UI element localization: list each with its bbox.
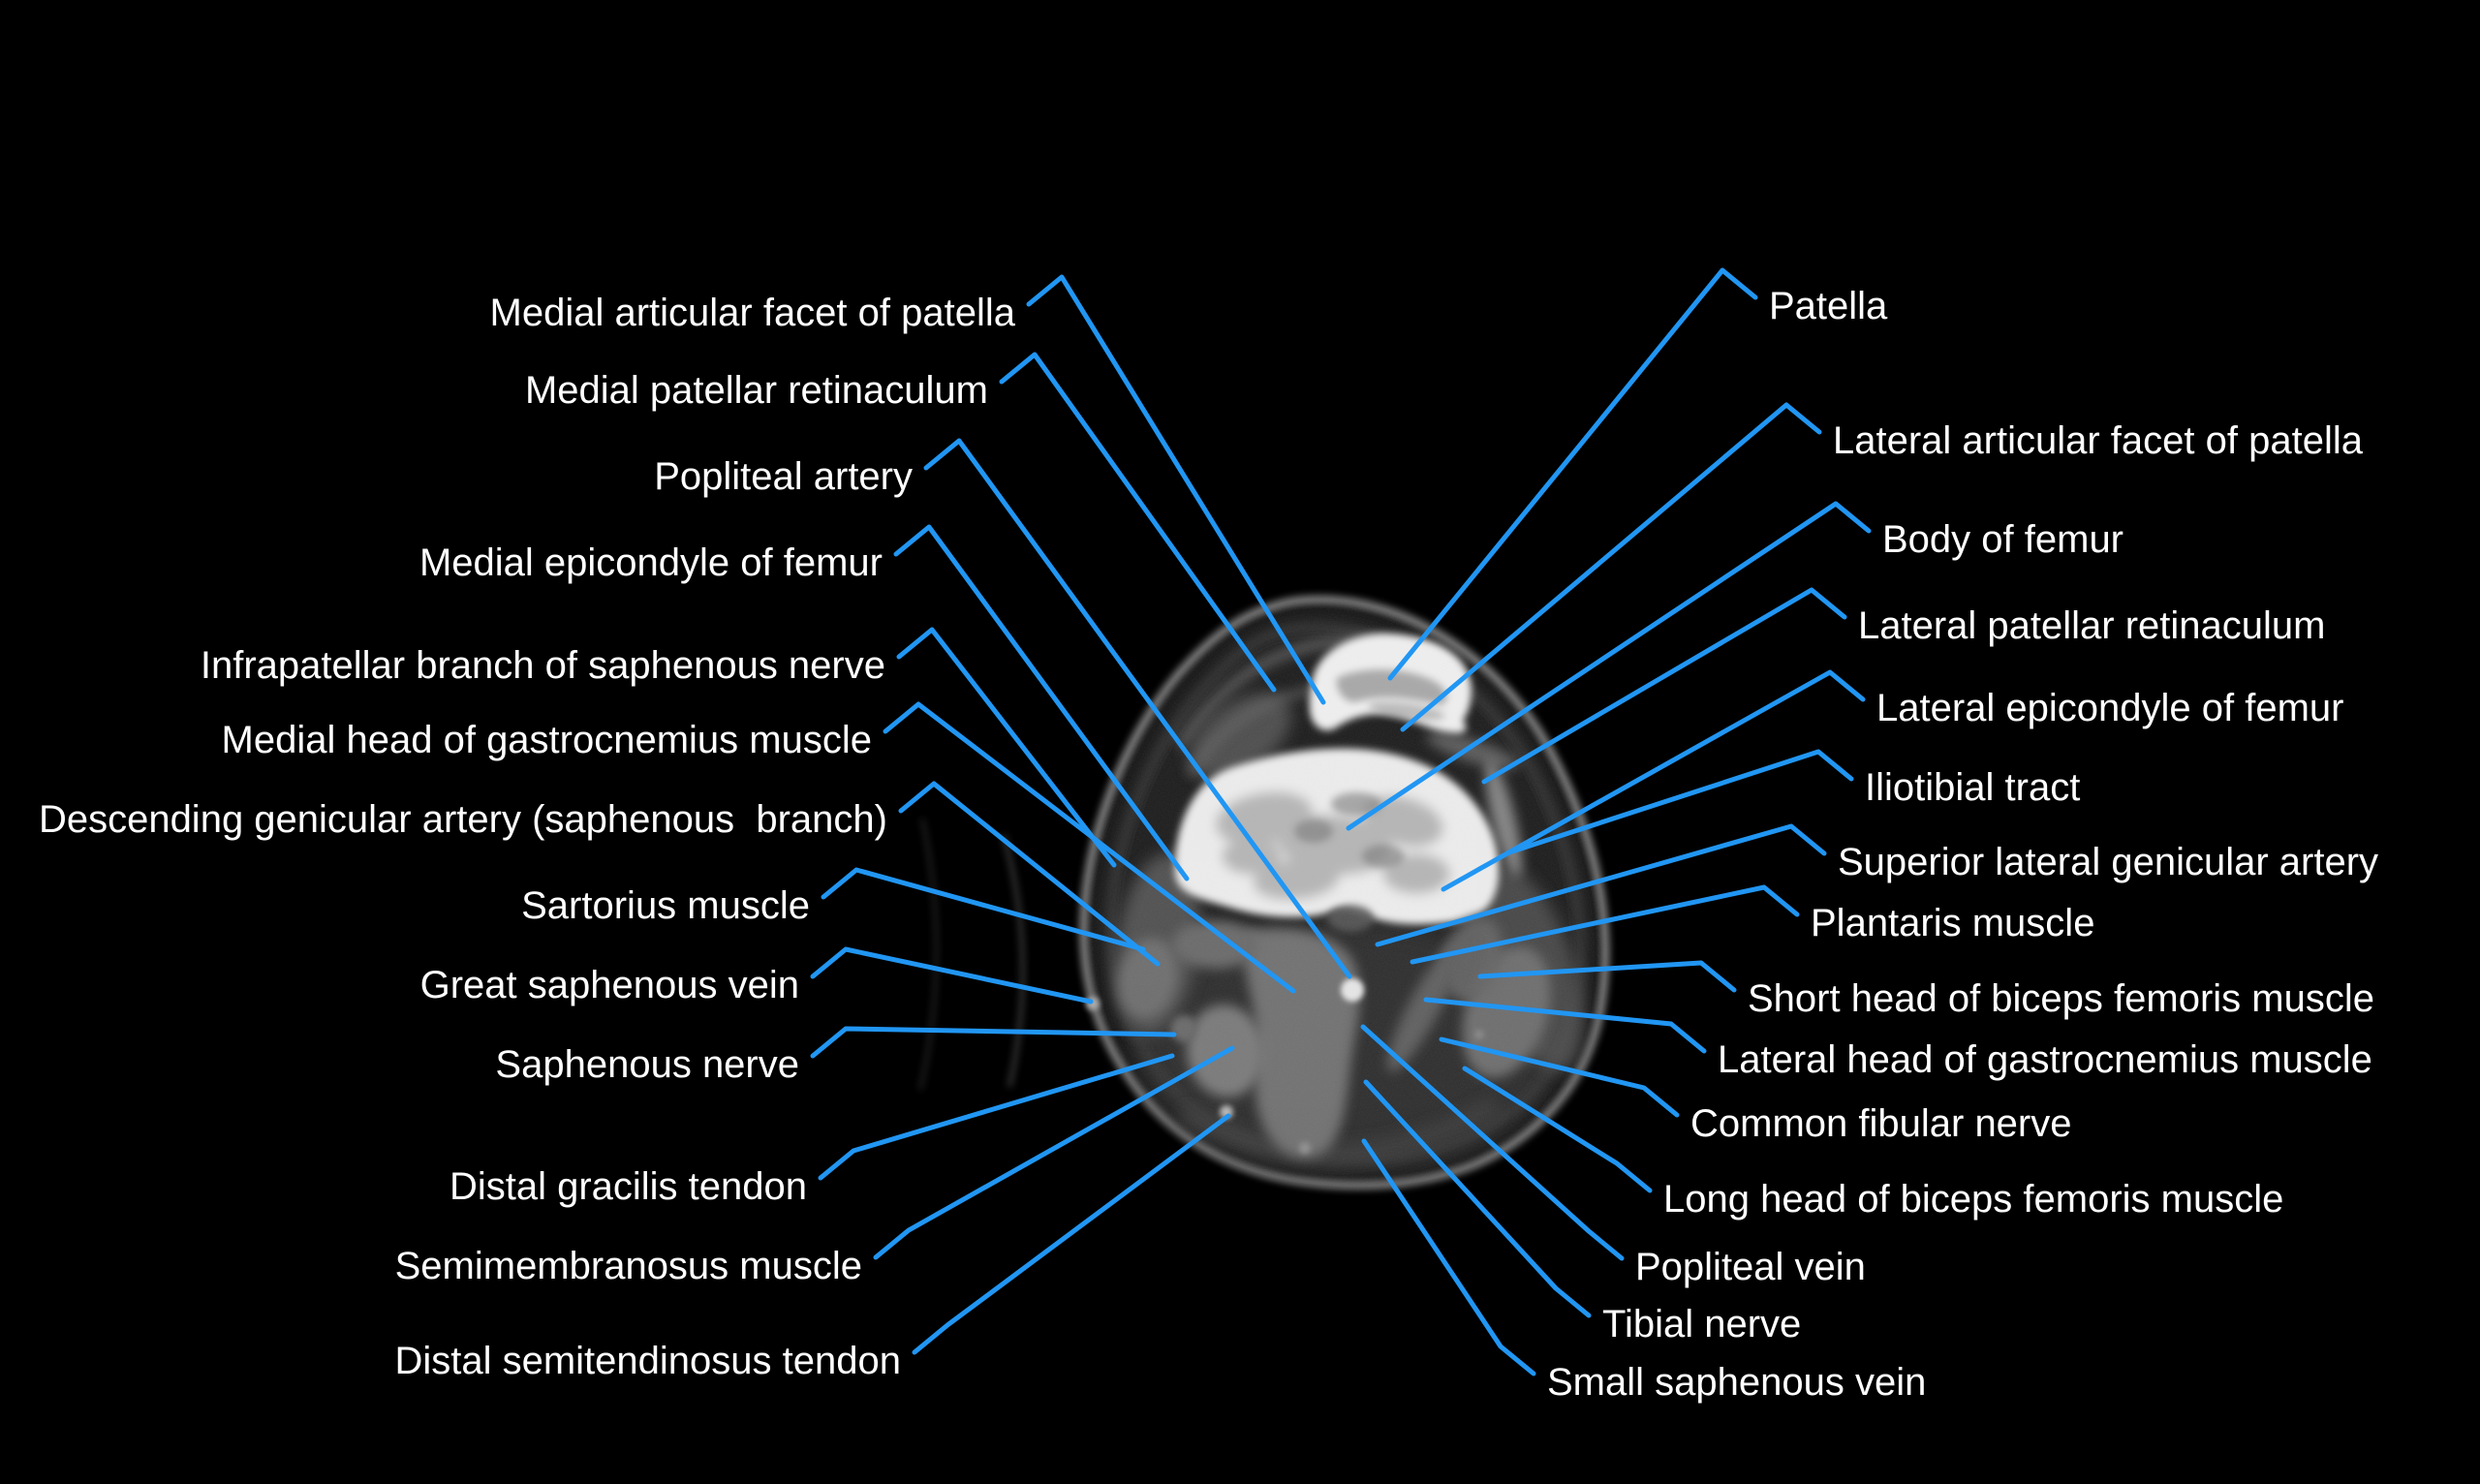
skin-fold-arc-inner — [1002, 834, 1025, 1088]
anatomy-label-medial-epicondyle-of-femur: Medial epicondyle of femur — [419, 541, 883, 584]
anatomy-label-lateral-patellar-retinaculum: Lateral patellar retinaculum — [1858, 604, 2325, 647]
leader-line-lateral-articular-facet-of-patella — [1400, 402, 1822, 732]
leader-line-lateral-epicondyle-of-femur — [1441, 669, 1866, 892]
leader-line-distal-gracilis-tendon — [818, 1053, 1175, 1181]
leader-line-infrapatellar-branch-of-saphenous-nerve — [896, 627, 1117, 868]
ct-scan-image — [918, 596, 1609, 1190]
ct-grain-overlay — [1081, 598, 1607, 1188]
anatomy-label-distal-semitendinosus-tendon: Distal semitendinosus tendon — [394, 1340, 901, 1382]
leader-line-plantaris-muscle — [1410, 884, 1800, 965]
leader-line-lateral-patellar-retinaculum — [1481, 587, 1847, 785]
anatomy-label-infrapatellar-branch-of-saphenous-nerve: Infrapatellar branch of saphenous nerve — [201, 644, 885, 687]
leader-line-medial-epicondyle-of-femur — [893, 524, 1190, 881]
anatomy-label-popliteal-artery: Popliteal artery — [654, 455, 913, 498]
leader-line-body-of-femur — [1346, 501, 1872, 831]
anatomy-label-lateral-epicondyle-of-femur: Lateral epicondyle of femur — [1876, 687, 2344, 729]
leader-line-medial-head-of-gastrocnemius-muscle — [883, 701, 1296, 994]
anatomy-label-lateral-head-of-gastrocnemius-muscle: Lateral head of gastrocnemius muscle — [1718, 1038, 2372, 1081]
anatomy-label-sartorius-muscle: Sartorius muscle — [521, 884, 810, 927]
anatomy-label-medial-articular-facet-of-patella: Medial articular facet of patella — [490, 292, 1016, 334]
anatomy-label-descending-genicular-artery-saphenous-branch: Descending genicular artery (saphenous b… — [39, 798, 887, 841]
anatomy-label-distal-gracilis-tendon: Distal gracilis tendon — [450, 1165, 807, 1208]
leader-line-short-head-of-biceps-femoris-muscle — [1477, 960, 1737, 993]
anatomy-label-common-fibular-nerve: Common fibular nerve — [1690, 1102, 2072, 1145]
anatomy-label-great-saphenous-vein: Great saphenous vein — [420, 964, 799, 1006]
leader-lines — [810, 267, 1872, 1376]
anatomy-label-popliteal-vein: Popliteal vein — [1635, 1246, 1866, 1288]
leader-line-common-fibular-nerve — [1439, 1036, 1680, 1118]
anatomy-label-iliotibial-tract: Iliotibial tract — [1865, 766, 2080, 809]
leader-line-popliteal-vein — [1360, 1024, 1625, 1261]
anatomy-label-small-saphenous-vein: Small saphenous vein — [1547, 1361, 1926, 1404]
leader-line-medial-patellar-retinaculum — [999, 352, 1277, 693]
anatomy-label-medial-head-of-gastrocnemius-muscle: Medial head of gastrocnemius muscle — [222, 719, 872, 761]
leader-line-distal-semitendinosus-tendon — [912, 1113, 1231, 1355]
leader-line-semimembranosus-muscle — [873, 1045, 1235, 1260]
leader-line-iliotibial-tract — [1506, 749, 1854, 855]
anatomy-label-superior-lateral-genicular-artery: Superior lateral genicular artery — [1838, 841, 2378, 883]
anatomy-label-medial-patellar-retinaculum: Medial patellar retinaculum — [525, 369, 988, 412]
leader-line-long-head-of-biceps-femoris-muscle — [1462, 1066, 1653, 1193]
anatomy-label-long-head-of-biceps-femoris-muscle: Long head of biceps femoris muscle — [1663, 1178, 2283, 1221]
leader-line-saphenous-nerve — [810, 1026, 1177, 1059]
leader-line-sartorius-muscle — [821, 867, 1146, 952]
leader-line-lateral-head-of-gastrocnemius-muscle — [1423, 997, 1707, 1054]
leader-line-great-saphenous-vein — [810, 946, 1094, 1005]
anatomy-label-plantaris-muscle: Plantaris muscle — [1811, 902, 2094, 944]
skin-fold-arc-outer — [918, 818, 939, 1091]
leader-line-superior-lateral-genicular-artery — [1375, 823, 1827, 947]
anatomy-label-semimembranosus-muscle: Semimembranosus muscle — [395, 1245, 862, 1287]
anatomy-label-saphenous-nerve: Saphenous nerve — [495, 1043, 799, 1086]
leader-line-tibial-nerve — [1363, 1079, 1592, 1318]
leader-line-popliteal-artery — [923, 438, 1352, 979]
anatomy-label-tibial-nerve: Tibial nerve — [1602, 1303, 1801, 1345]
leader-line-descending-genicular-artery-saphenous-branch — [898, 781, 1161, 967]
anatomy-label-lateral-articular-facet-of-patella: Lateral articular facet of patella — [1833, 419, 2364, 462]
leader-line-medial-articular-facet-of-patella — [1026, 274, 1326, 705]
anatomy-label-patella: Patella — [1769, 285, 1888, 327]
leader-line-patella — [1387, 267, 1758, 681]
anatomy-label-body-of-femur: Body of femur — [1882, 518, 2124, 561]
leader-line-small-saphenous-vein — [1361, 1138, 1536, 1376]
anatomy-label-short-head-of-biceps-femoris-muscle: Short head of biceps femoris muscle — [1748, 977, 2374, 1020]
labels-layer: Medial articular facet of patellaMedial … — [39, 285, 2378, 1404]
